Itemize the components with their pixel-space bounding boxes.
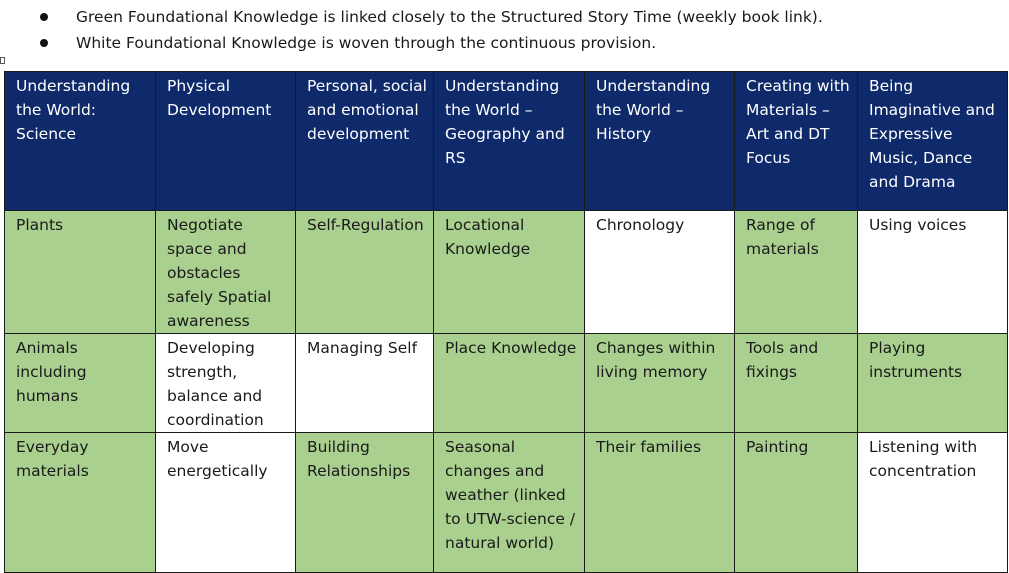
bullet-text: Green Foundational Knowledge is linked c… bbox=[76, 8, 823, 26]
table-cell: Their families bbox=[584, 432, 735, 573]
table-header-row: Understanding the World: Science Physica… bbox=[4, 71, 1008, 211]
table-row: Everyday materials Move energetically Bu… bbox=[4, 432, 1008, 573]
header-history: Understanding the World – History bbox=[584, 71, 735, 211]
table-cell: Changes within living memory bbox=[584, 333, 735, 433]
table-cell: Seasonal changes and weather (linked to … bbox=[433, 432, 585, 573]
table-cell: Listening with concentration bbox=[857, 432, 1008, 573]
header-music-dance-drama: Being Imaginative and Expressive Music, … bbox=[857, 71, 1008, 211]
table-cell: Building Relationships bbox=[295, 432, 434, 573]
header-science: Understanding the World: Science bbox=[4, 71, 156, 211]
table-cell: Place Knowledge bbox=[433, 333, 585, 433]
table-cell: Everyday materials bbox=[4, 432, 156, 573]
header-physical-development: Physical Development bbox=[155, 71, 296, 211]
table-cell: Locational Knowledge bbox=[433, 210, 585, 334]
bullet-dot-icon bbox=[40, 39, 48, 47]
bullet-item-green: Green Foundational Knowledge is linked c… bbox=[0, 4, 1009, 30]
table-cell: Playing instruments bbox=[857, 333, 1008, 433]
table-cell: Range of materials bbox=[734, 210, 858, 334]
table-row: Plants Negotiate space and obstacles saf… bbox=[4, 210, 1008, 334]
table-cell: Tools and fixings bbox=[734, 333, 858, 433]
table-cell: Plants bbox=[4, 210, 156, 334]
table-anchor-icon[interactable] bbox=[0, 57, 5, 64]
table-cell: Self-Regulation bbox=[295, 210, 434, 334]
bullet-item-white: White Foundational Knowledge is woven th… bbox=[0, 30, 1009, 56]
bullet-dot-icon bbox=[40, 13, 48, 21]
header-geography-rs: Understanding the World – Geography and … bbox=[433, 71, 585, 211]
key-bullet-list: Green Foundational Knowledge is linked c… bbox=[0, 0, 1009, 56]
header-art-dt: Creating with Materials – Art and DT Foc… bbox=[734, 71, 858, 211]
table-cell: Developing strength, balance and coordin… bbox=[155, 333, 296, 433]
table-cell: Managing Self bbox=[295, 333, 434, 433]
table-cell: Painting bbox=[734, 432, 858, 573]
table-cell: Move energetically bbox=[155, 432, 296, 573]
table-cell: Chronology bbox=[584, 210, 735, 334]
table-cell: Negotiate space and obstacles safely Spa… bbox=[155, 210, 296, 334]
table-row: Animals including humans Developing stre… bbox=[4, 333, 1008, 433]
header-personal-social-emotional: Personal, social and emotional developme… bbox=[295, 71, 434, 211]
table-cell: Animals including humans bbox=[4, 333, 156, 433]
bullet-text: White Foundational Knowledge is woven th… bbox=[76, 34, 657, 52]
table-cell: Using voices bbox=[857, 210, 1008, 334]
foundational-knowledge-table: Understanding the World: Science Physica… bbox=[4, 71, 1008, 573]
